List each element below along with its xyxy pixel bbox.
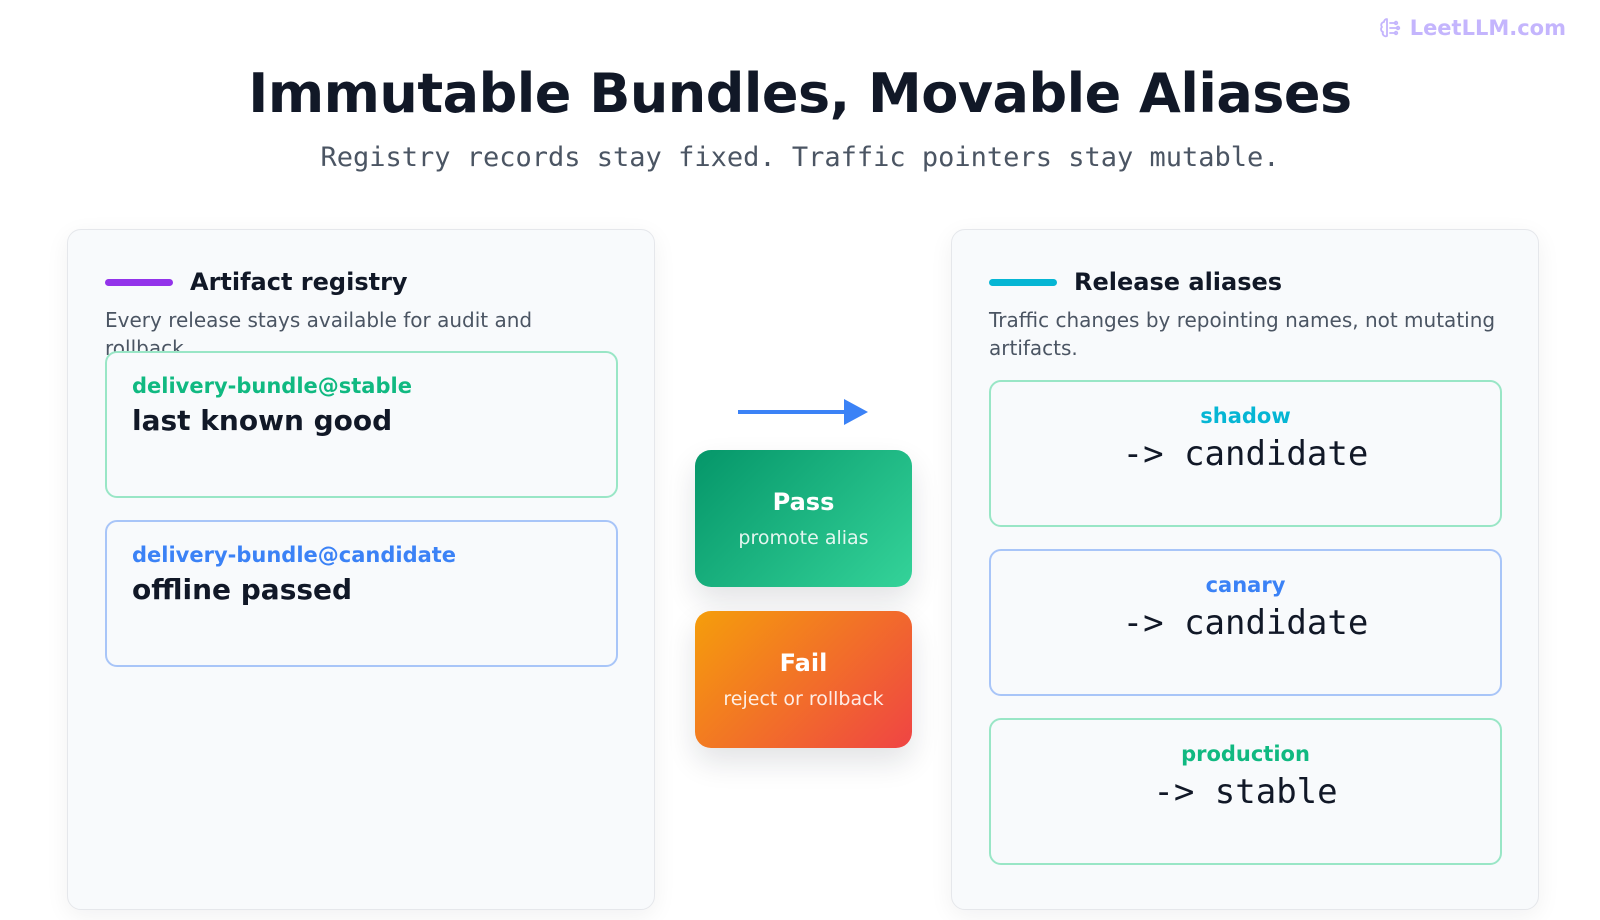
pass-subtitle: promote alias <box>738 527 869 549</box>
alias-target: -> stable <box>1153 772 1338 812</box>
alias-name: production <box>1181 742 1310 766</box>
fail-title: Fail <box>779 649 828 677</box>
registry-card-candidate[interactable]: delivery-bundle@candidate offline passed <box>105 520 618 667</box>
alias-target: -> candidate <box>1122 603 1369 643</box>
alias-target: -> candidate <box>1122 434 1369 474</box>
registry-card-stable[interactable]: delivery-bundle@stable last known good <box>105 351 618 498</box>
brain-icon <box>1379 18 1400 38</box>
pass-title: Pass <box>772 488 835 516</box>
alias-card-shadow[interactable]: shadow -> candidate <box>989 380 1502 527</box>
pass-outcome-card[interactable]: Pass promote alias <box>695 450 912 587</box>
page-subtitle: Registry records stay fixed. Traffic poi… <box>320 142 1280 173</box>
fail-outcome-card[interactable]: Fail reject or rollback <box>695 611 912 748</box>
registry-header: Artifact registry <box>105 268 408 296</box>
brand-logo[interactable]: LeetLLM.com <box>1378 16 1566 40</box>
alias-card-canary[interactable]: canary -> candidate <box>989 549 1502 696</box>
artifact-registry-panel: Artifact registry Every release stays av… <box>67 229 655 910</box>
alias-name: shadow <box>1200 404 1291 428</box>
page-title: Immutable Bundles, Movable Aliases <box>248 62 1352 125</box>
aliases-title: Release aliases <box>1074 268 1283 296</box>
registry-title: Artifact registry <box>190 268 408 296</box>
aliases-description: Traffic changes by repointing names, not… <box>989 308 1496 360</box>
aliases-header: Release aliases <box>989 268 1282 296</box>
fail-subtitle: reject or rollback <box>723 688 884 710</box>
alias-card-production[interactable]: production -> stable <box>989 718 1502 865</box>
aliases-accent-bar <box>989 278 1057 286</box>
registry-accent-bar <box>105 278 173 286</box>
registry-card-status: offline passed <box>132 573 353 606</box>
registry-card-name: delivery-bundle@candidate <box>132 543 457 567</box>
registry-card-status: last known good <box>132 404 393 437</box>
brand-text: LeetLLM.com <box>1409 16 1566 40</box>
registry-description: Every release stays available for audit … <box>105 308 533 360</box>
arrow-right-icon <box>738 399 868 425</box>
alias-name: canary <box>1205 573 1286 597</box>
registry-card-name: delivery-bundle@stable <box>132 374 412 398</box>
release-aliases-panel: Release aliases Traffic changes by repoi… <box>951 229 1539 910</box>
